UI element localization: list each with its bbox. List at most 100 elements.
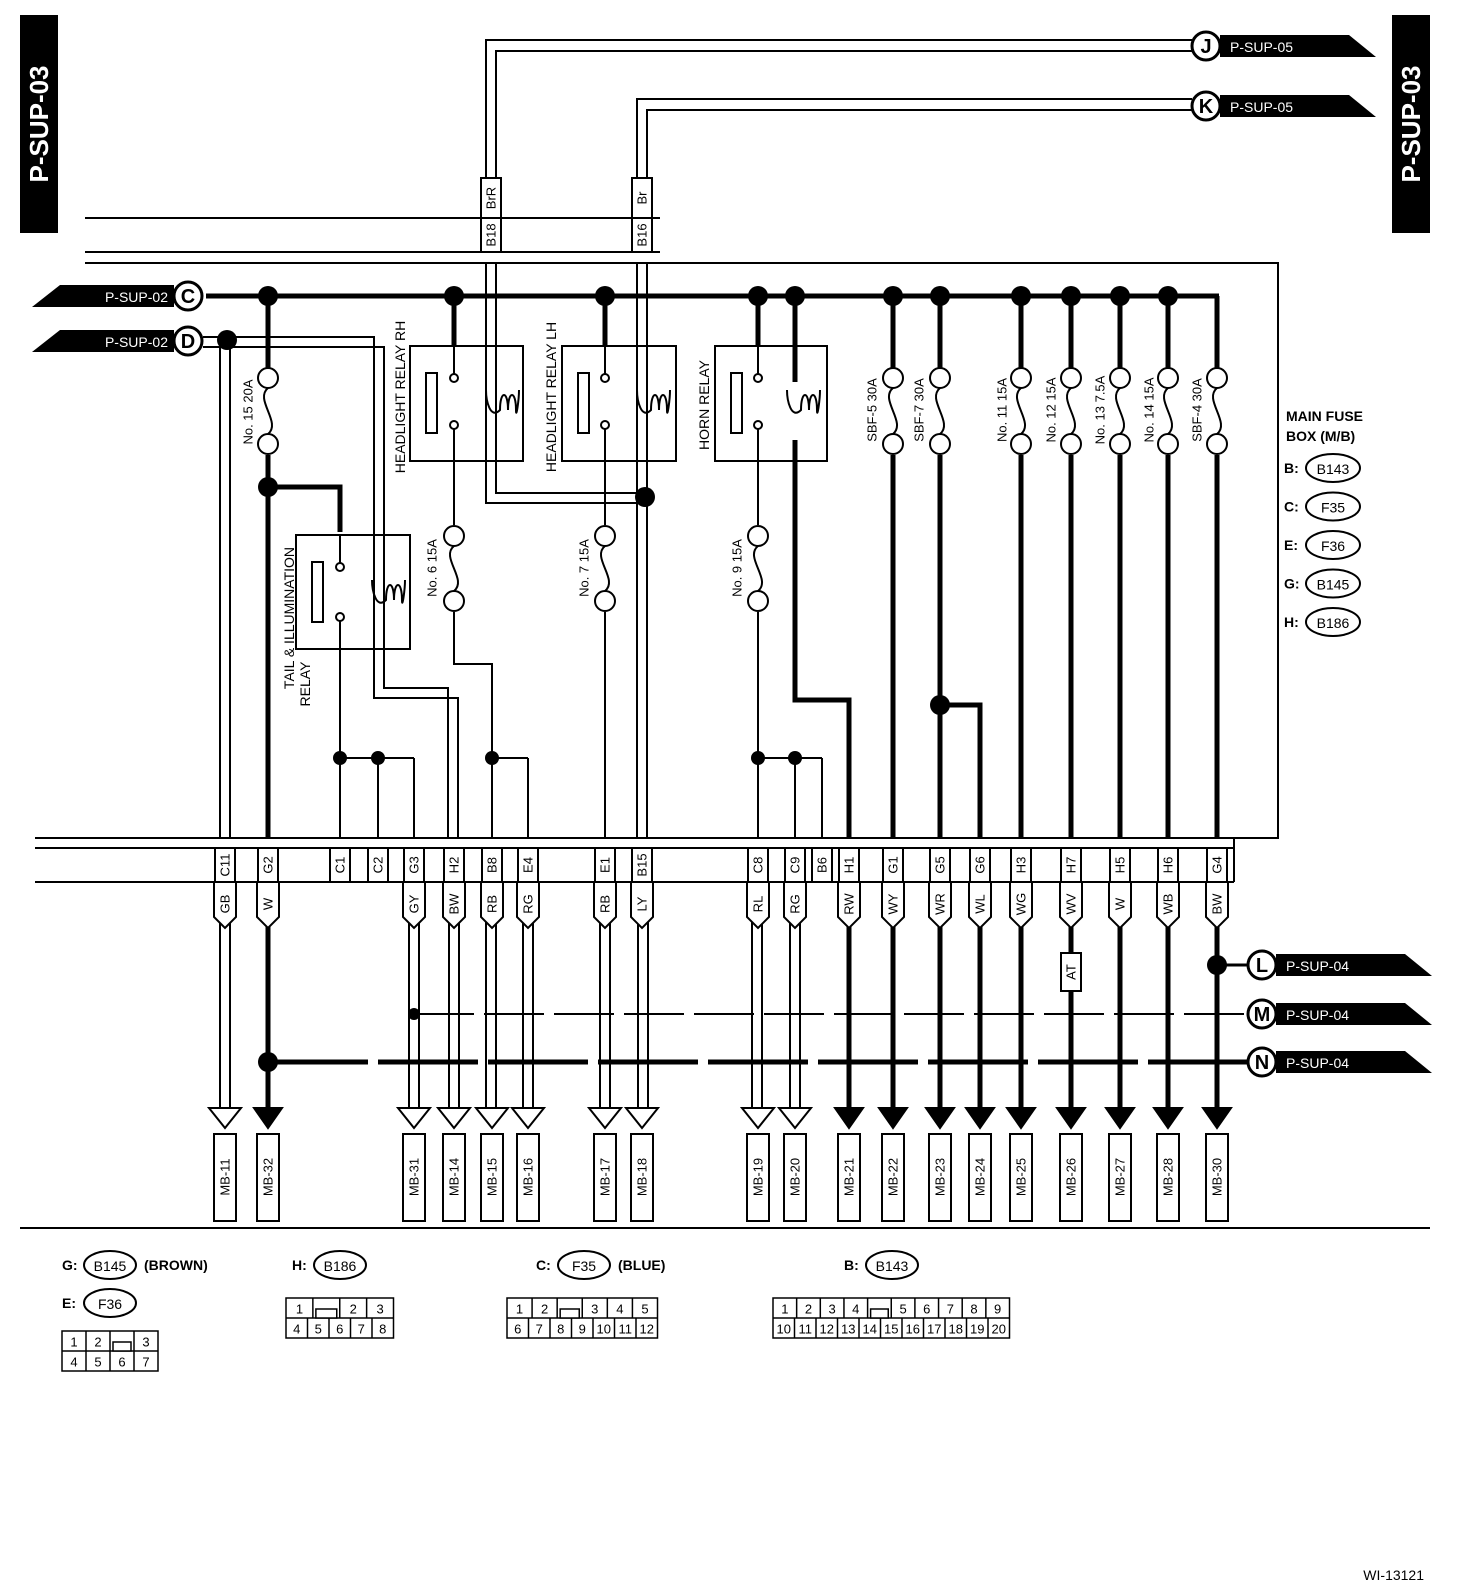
output-label: MB-24	[973, 1158, 988, 1196]
mfb-id: F36	[1321, 538, 1345, 554]
fuse-symbol	[257, 367, 279, 455]
output-mb-20: MB-20	[776, 1107, 814, 1222]
wire-color-label: WL	[968, 881, 992, 930]
legend-b143: B:B143	[844, 1250, 919, 1280]
junction-dot	[408, 1008, 420, 1020]
relay-label-tail-line2: RELAY	[297, 661, 313, 707]
legend-key: C:	[536, 1257, 551, 1273]
legend-cell: 20	[992, 1322, 1006, 1337]
pin-C9: C9	[784, 847, 806, 883]
ref-text: P-SUP-02	[105, 289, 168, 305]
pin-C8: C8	[747, 847, 769, 883]
wire-label: BW	[447, 893, 462, 915]
legend-cell: 7	[358, 1322, 365, 1337]
wire-color-label: RB	[593, 881, 617, 930]
main-fuse-box-legend: MAIN FUSE BOX (M/B) B:B143C:F35E:F36G:B1…	[1284, 408, 1363, 637]
legend-cell: 6	[118, 1355, 125, 1370]
junction-dot	[258, 286, 278, 306]
fuse-label: No. 11 15A	[995, 378, 1010, 442]
output-mb-17: MB-17	[586, 1107, 624, 1222]
legend-cell: 9	[579, 1322, 586, 1337]
arrow-solid	[964, 1107, 996, 1130]
legend-cell: 4	[852, 1302, 859, 1317]
legend-cell: 6	[923, 1302, 930, 1317]
pin-label: C8	[751, 857, 766, 874]
junction-dot	[258, 477, 278, 497]
fuse-symbol	[882, 367, 904, 455]
junction-dot	[930, 286, 950, 306]
fuse-symbol	[929, 367, 951, 455]
pin-label: H2	[447, 857, 462, 874]
wire-label: RL	[751, 896, 766, 913]
legend-cell: 12	[820, 1322, 834, 1337]
wire-color-label: RG	[783, 881, 807, 930]
junction-dots	[217, 286, 1227, 1072]
main-fuse-box-title-1: MAIN FUSE	[1286, 408, 1363, 424]
arrow-hollow	[776, 1107, 814, 1130]
arrow-solid	[924, 1107, 956, 1130]
legend-cell: 1	[516, 1302, 523, 1317]
legend-b186: H:B186	[292, 1250, 367, 1280]
pin-label: B15	[635, 853, 650, 876]
pin-G1: G1	[882, 847, 904, 883]
output-label: MB-32	[261, 1158, 276, 1196]
output-label: MB-14	[447, 1158, 462, 1196]
legend-key: E:	[62, 1295, 76, 1311]
arrow-hollow	[623, 1107, 661, 1130]
wire-label: W	[1113, 897, 1128, 910]
arrow-hollow	[509, 1107, 547, 1130]
arrow-solid	[1201, 1107, 1233, 1130]
wire-color-label: RL	[746, 881, 770, 930]
side-label-right-text: P-SUP-03	[1396, 65, 1426, 182]
junction-dot	[1011, 286, 1031, 306]
fuse-label: No. 14 15A	[1142, 377, 1157, 442]
legend-f35: C:F35(BLUE)	[536, 1250, 665, 1280]
relay-label-horn: HORN RELAY	[696, 359, 712, 450]
output-label: MB-17	[598, 1158, 613, 1196]
legend-cell: 10	[597, 1322, 611, 1337]
pin-G3: G3	[403, 847, 425, 883]
junction-dot	[788, 751, 802, 765]
junction-dot	[1110, 286, 1130, 306]
mfb-connector-f36: E: F36	[1284, 530, 1361, 560]
legend-cell: 18	[949, 1322, 963, 1337]
junction-dot	[1207, 955, 1227, 975]
junction-dot	[883, 286, 903, 306]
wire-color-label: BW	[1205, 881, 1229, 930]
wire-color-label: WR	[928, 881, 952, 930]
wire-label: RB	[598, 895, 613, 913]
legend-note: (BLUE)	[618, 1257, 665, 1273]
wire-label: WY	[886, 893, 901, 914]
wire-label: WV	[1064, 893, 1079, 914]
legend-cell: 8	[557, 1322, 564, 1337]
mfb-key: H:	[1284, 614, 1299, 630]
wire-color-label: BW	[442, 881, 466, 930]
wire-label: RB	[485, 895, 500, 913]
junction-dot	[1158, 286, 1178, 306]
output-mb-11: MB-11	[206, 1107, 244, 1222]
pin-C11: C11	[214, 847, 236, 883]
wire-color-label: RW	[837, 881, 861, 930]
wire-label: RW	[842, 893, 857, 915]
mfb-key: C:	[1284, 499, 1299, 515]
fuse-label: No. 12 15A	[1044, 377, 1059, 442]
pin-label: G2	[261, 856, 276, 873]
pin-label: H7	[1064, 857, 1079, 874]
wire-label: BW	[1210, 893, 1225, 915]
side-label-right: P-SUP-03	[1392, 15, 1430, 233]
mfb-key: E:	[1284, 537, 1298, 553]
wire-color-label: W	[1108, 881, 1132, 930]
pin-G4: G4	[1206, 847, 1228, 883]
pin-H1: H1	[838, 847, 860, 883]
output-label: MB-25	[1014, 1158, 1029, 1196]
arrow-hollow	[739, 1107, 777, 1130]
pin-label: C9	[788, 857, 803, 874]
pin-C1: C1	[329, 847, 351, 883]
